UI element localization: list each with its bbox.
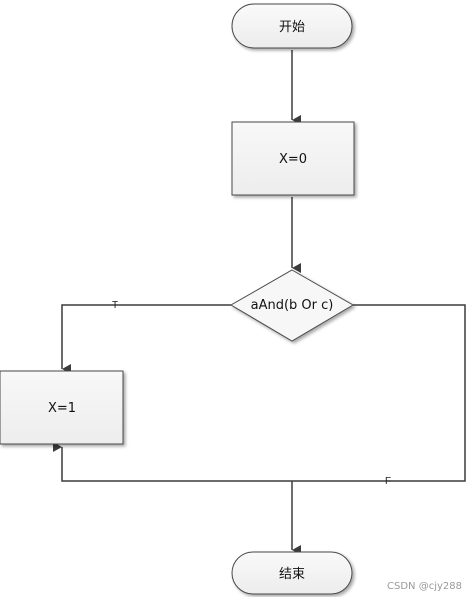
edge-assign-to-end xyxy=(53,442,292,482)
end-node[interactable]: 结束 xyxy=(231,551,353,595)
csdn-watermark: CSDN @cjy288 xyxy=(387,581,462,592)
assign-process-label: X=1 xyxy=(48,401,76,416)
assign-process-node[interactable]: X=1 xyxy=(0,370,124,445)
edge-label-false: F xyxy=(385,476,391,487)
edge-label-true: T xyxy=(112,300,118,311)
decision-node-label: aAnd(b Or c) xyxy=(251,298,334,313)
start-node[interactable]: 开始 xyxy=(231,3,353,49)
decision-node[interactable]: aAnd(b Or c) xyxy=(230,269,354,342)
init-process-node[interactable]: X=0 xyxy=(231,121,355,196)
init-process-label: X=0 xyxy=(279,152,307,167)
edge-decision-to-assign xyxy=(61,304,231,374)
end-node-label: 结束 xyxy=(279,567,305,582)
start-node-label: 开始 xyxy=(279,20,305,35)
edge-decision-to-end xyxy=(292,304,466,482)
